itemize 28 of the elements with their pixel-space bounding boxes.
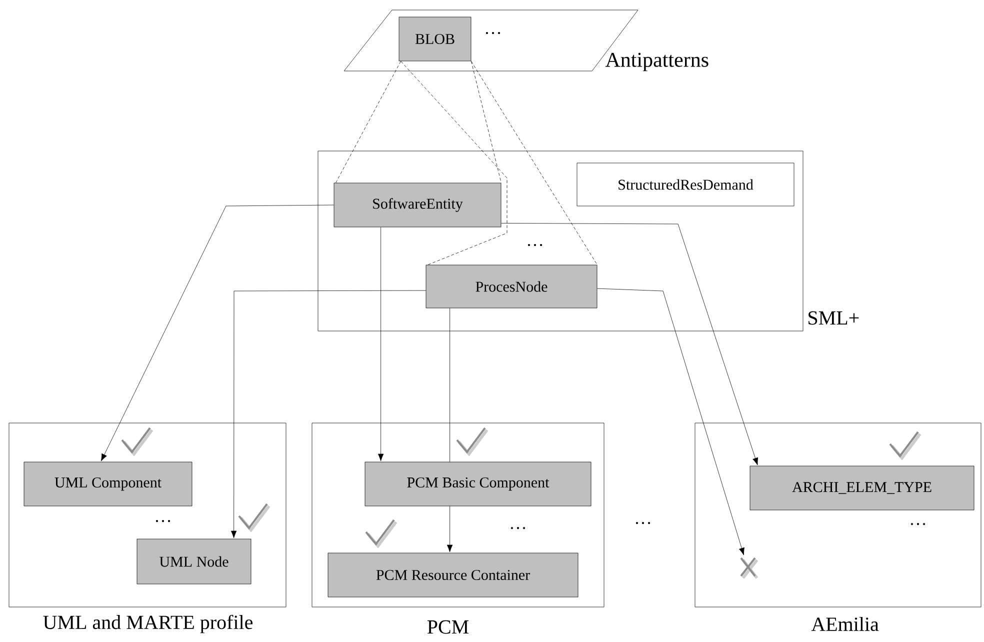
- connector-line: [400, 61, 508, 265]
- element-box: UML Node: [136, 538, 252, 584]
- element-box: ARCHI_ELEM_TYPE: [750, 466, 974, 510]
- node-label: PCM: [427, 620, 469, 634]
- node-label: AEmilia: [811, 616, 879, 632]
- ellipsis: …: [510, 526, 526, 530]
- element-box: StructuredResDemand: [576, 162, 794, 206]
- arrow: [378, 227, 384, 462]
- node-label: UML and MARTE profile: [43, 614, 253, 634]
- element-box: PCM Basic Component: [364, 462, 592, 506]
- arrow: [501, 223, 758, 466]
- arrow: [230, 290, 426, 538]
- cross-mark-icon: [740, 557, 758, 580]
- connector-line: [471, 61, 598, 265]
- element-box: BLOB: [398, 16, 472, 62]
- element-box: ProcesNode: [426, 264, 598, 308]
- arrow: [100, 204, 334, 462]
- ellipsis: …: [528, 244, 542, 246]
- node-label: SML+: [808, 311, 859, 325]
- element-box: PCM Resource Container: [328, 552, 578, 598]
- element-box: UML Component: [24, 462, 192, 506]
- arrow: [597, 288, 744, 556]
- connector-line: [336, 61, 401, 183]
- arrow: [446, 506, 453, 552]
- ellipsis: …: [636, 522, 650, 524]
- connector-line: [471, 61, 502, 183]
- ellipsis: …: [156, 520, 170, 522]
- element-box: SoftwareEntity: [334, 182, 502, 228]
